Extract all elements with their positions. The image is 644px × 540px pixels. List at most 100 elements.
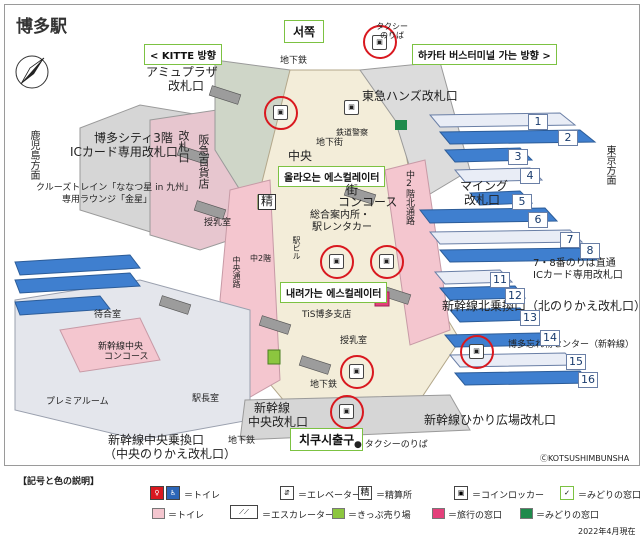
platform-number: 12 [505, 288, 525, 304]
elevator-legend-icon: ⇵ [280, 486, 294, 500]
hankyu-gate-label: 改札口 [177, 130, 190, 163]
shinkansen-west-pink [59, 317, 161, 373]
chikushi-exit-tag: 치쿠시출구 [290, 428, 364, 451]
hikari-gate-label: 新幹線ひかり広場改札口 [424, 413, 557, 427]
accessible-toilet-legend-icon: ♿ [166, 486, 180, 500]
platform-number: 2 [558, 130, 578, 146]
west-exit-tag: 서쪽 [284, 20, 325, 43]
compass-icon [15, 55, 49, 89]
ming-gate-label: 改札口 [464, 193, 501, 207]
info-center-label: 総合案内所・ [310, 210, 370, 221]
platform-number: 4 [520, 168, 540, 184]
coin-locker-icon: ▣ [379, 254, 394, 269]
ticket-legend: ＝きっぷ売り場 [348, 511, 411, 521]
bus-terminal-tag: 하카타 버스터미널 가는 방향 > [412, 44, 557, 65]
coin-locker-icon: ▣ [329, 254, 344, 269]
shinkansen-concourse-2-label: コンコース [104, 352, 149, 362]
premium-room-label: プレミアルーム [46, 397, 109, 407]
nursing-room-label: 授乳室 [204, 218, 232, 228]
cruise-train-label: クルーズトレイン「ななつ星 in 九州」 [36, 183, 194, 193]
travel-legend: ＝旅行の窓口 [448, 511, 503, 521]
copyright-label: ⒸKOTSUSHIMBUNSHA [540, 454, 630, 463]
escalator-legend-icon: ⟋⟋ [230, 505, 258, 519]
highlight-ring [460, 335, 494, 369]
coin-locker-legend-icon: ▣ [454, 486, 468, 500]
rent-a-car-label: 駅レンタカー [312, 222, 372, 233]
central-passage-label: 中央通路 [232, 256, 241, 288]
coin-locker-icon: ▣ [349, 364, 364, 379]
hakata-city-ic-label: ICカード専用改札口 [70, 145, 178, 159]
coin-locker-icon: ▣ [339, 404, 354, 419]
highlight-ring [363, 25, 397, 59]
elevator-legend: ＝エレベーター [298, 491, 362, 501]
toilet-pink-legend: ＝トイレ [168, 511, 205, 521]
highlight-ring [340, 355, 374, 389]
highlight-ring [330, 395, 364, 429]
taxi-label-2: のりば [380, 31, 404, 40]
shinkansen-transfer-2-label: （中央のりかえ改札口） [104, 447, 237, 461]
tis-label: TiS博多支店 [302, 310, 352, 320]
shinkansen-north-gate-label: 新幹線北乗換口（北のりかえ改札口） [442, 299, 644, 313]
midori-legend: ＝みどりの窓口 [578, 491, 642, 501]
travel-swatch [432, 508, 445, 519]
tokyu-hands-label: 東急ハンズ改札口 [362, 89, 458, 103]
chuo-gai-label: 街 [346, 183, 359, 197]
midori-window [395, 120, 407, 130]
kitte-direction-tag: < KITTE 방향 [144, 44, 222, 65]
date-label: 2022年4月現在 [578, 527, 636, 536]
subway-bottom-2-label: 地下鉄 [228, 436, 256, 446]
lost-found-label: 博多忘れ物センター（新幹線） [508, 340, 635, 350]
seisan-legend-icon: 精 [358, 486, 372, 500]
pink-toilet-swatch [152, 508, 165, 519]
toilet-legend: ＝トイレ [184, 491, 221, 501]
page-title: 博多駅 [16, 17, 67, 37]
mezzanine-north-label: 中2階北通路 [404, 170, 414, 225]
platform-number: 8 [580, 243, 600, 259]
platform-number: 3 [508, 149, 528, 165]
platform-number: 7 [560, 232, 580, 248]
coin-locker-icon: ▣ [273, 105, 288, 120]
up-escalator-tag: 올라오는 에스컬레이터 [278, 166, 386, 187]
platform-7-8-label: 7・8番のりば直通 [533, 258, 616, 269]
stationmaster-label: 駅長室 [192, 394, 220, 404]
ming-label: マイング [460, 179, 509, 193]
underground-mall-label: 地下街 [316, 138, 344, 148]
tokyo-label: 東京方面 [604, 145, 615, 185]
midori-swatch [520, 508, 533, 519]
platform-7-8-ic-label: ICカード専用改札口 [533, 270, 623, 281]
platform-number: 13 [520, 310, 540, 326]
midori-legend-icon: ✓ [560, 486, 574, 500]
pink-strip-east [384, 159, 451, 346]
amu-plaza-gate-label: 改札口 [168, 79, 205, 93]
cruise-train-lounge-label: 専用ラウンジ「金星」 [62, 195, 153, 205]
highlight-ring [264, 96, 298, 130]
platform-number: 14 [540, 330, 560, 346]
midori-2-legend: ＝みどりの窓口 [536, 511, 600, 521]
shinkansen-central-gate-2-label: 中央改札口 [248, 415, 309, 429]
coin-locker-icon: ▣ [469, 344, 484, 359]
platform-number: 11 [490, 272, 510, 288]
hankyu-label: 阪急百貨店 [197, 134, 210, 189]
shinkansen-central-gate-label: 新幹線 [254, 401, 291, 415]
down-escalator-tag: 내려가는 에스컬레이터 [280, 282, 388, 303]
platform-number: 15 [566, 354, 586, 370]
subway-bottom-label: 地下鉄 [310, 380, 338, 390]
coin-locker-icon: ▣ [344, 100, 359, 115]
taxi-label: タクシー [376, 22, 408, 31]
taxi-bottom-label: ● タクシーのりば [354, 440, 428, 450]
map-frame [4, 4, 640, 466]
amu-plaza-label: アミュプラザ [146, 65, 218, 79]
ticket-area [267, 349, 281, 365]
nursing-room-2-label: 授乳室 [340, 336, 368, 346]
waiting-room-label: 待合室 [94, 310, 122, 320]
platform-number: 6 [528, 212, 548, 228]
platform-number: 1 [528, 114, 548, 130]
toilet-legend-icon: ♀ [150, 486, 164, 500]
mezzanine-label: 中2階 [250, 254, 272, 263]
shinkansen-transfer-label: 新幹線中央乗換口 [108, 433, 205, 447]
seisan-legend: ＝精算所 [376, 491, 413, 501]
highlight-ring [370, 245, 404, 279]
escalator-legend: ＝エスカレーター [262, 511, 335, 521]
platform-number: 16 [578, 372, 598, 388]
highlight-ring [320, 245, 354, 279]
